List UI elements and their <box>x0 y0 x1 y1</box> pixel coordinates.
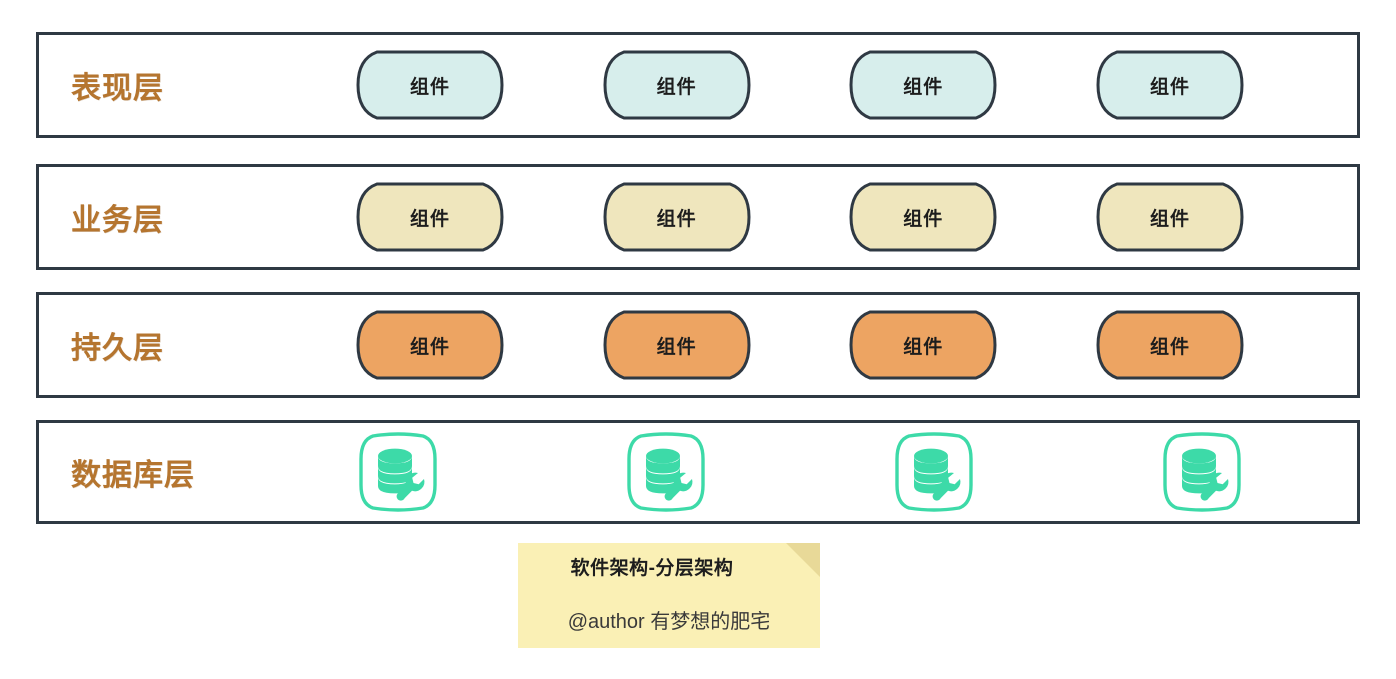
layer-row-persistence: 持久层 组件 组件 组件 <box>36 292 1360 398</box>
component-node[interactable]: 组件 <box>1095 49 1245 121</box>
component-node[interactable]: 组件 <box>1095 309 1245 381</box>
component-label: 组件 <box>409 336 450 358</box>
component-node[interactable]: 组件 <box>602 181 752 253</box>
caption-author: @author 有梦想的肥宅 <box>567 611 771 633</box>
component-label: 组件 <box>903 208 944 230</box>
layer-label-database: 数据库层 <box>71 459 195 492</box>
database-wrench-icon <box>359 432 437 512</box>
layer-row-database: 数据库层 <box>36 420 1360 524</box>
component-node[interactable]: 组件 <box>848 49 998 121</box>
component-label: 组件 <box>1149 76 1190 98</box>
component-label: 组件 <box>903 336 944 358</box>
component-node[interactable]: 组件 <box>355 181 505 253</box>
component-label: 组件 <box>656 336 697 358</box>
pill-shape <box>849 50 997 120</box>
caption-note: 软件架构-分层架构 @author 有梦想的肥宅 <box>518 543 820 648</box>
pill-shape <box>1096 50 1244 120</box>
pill-shape <box>356 310 504 380</box>
node-strip-business: 组件 组件 组件 组件 <box>355 167 1245 267</box>
layer-row-business: 业务层 组件 组件 组件 <box>36 164 1360 270</box>
pill-shape <box>356 182 504 252</box>
node-strip-presentation: 组件 组件 组件 组件 <box>355 35 1245 135</box>
component-node[interactable]: 组件 <box>355 309 505 381</box>
component-node[interactable]: 组件 <box>1095 181 1245 253</box>
component-label: 组件 <box>409 76 450 98</box>
node-strip-persistence: 组件 组件 组件 组件 <box>355 295 1245 395</box>
page-fold-corner-icon <box>786 543 820 577</box>
pill-shape <box>603 50 751 120</box>
pill-shape <box>849 182 997 252</box>
caption-title: 软件架构-分层架构 <box>570 558 734 579</box>
layer-row-presentation: 表现层 组件 组件 组件 <box>36 32 1360 138</box>
component-node[interactable]: 组件 <box>602 309 752 381</box>
layer-label-business: 业务层 <box>71 204 164 237</box>
database-node[interactable] <box>623 429 709 515</box>
database-node[interactable] <box>891 429 977 515</box>
database-node[interactable] <box>355 429 441 515</box>
database-wrench-icon <box>627 432 705 512</box>
component-label: 组件 <box>656 76 697 98</box>
component-node[interactable]: 组件 <box>848 309 998 381</box>
layer-label-persistence: 持久层 <box>71 332 164 365</box>
pill-shape <box>603 310 751 380</box>
component-node[interactable]: 组件 <box>848 181 998 253</box>
component-label: 组件 <box>1149 336 1190 358</box>
database-node[interactable] <box>1159 429 1245 515</box>
node-strip-database <box>355 423 1245 521</box>
pill-shape <box>849 310 997 380</box>
pill-shape <box>1096 310 1244 380</box>
component-node[interactable]: 组件 <box>355 49 505 121</box>
pill-shape <box>1096 182 1244 252</box>
component-label: 组件 <box>409 208 450 230</box>
component-label: 组件 <box>656 208 697 230</box>
layer-label-presentation: 表现层 <box>71 72 164 105</box>
pill-shape <box>603 182 751 252</box>
database-wrench-icon <box>1163 432 1241 512</box>
database-wrench-icon <box>895 432 973 512</box>
component-node[interactable]: 组件 <box>602 49 752 121</box>
component-label: 组件 <box>903 76 944 98</box>
pill-shape <box>356 50 504 120</box>
component-label: 组件 <box>1149 208 1190 230</box>
